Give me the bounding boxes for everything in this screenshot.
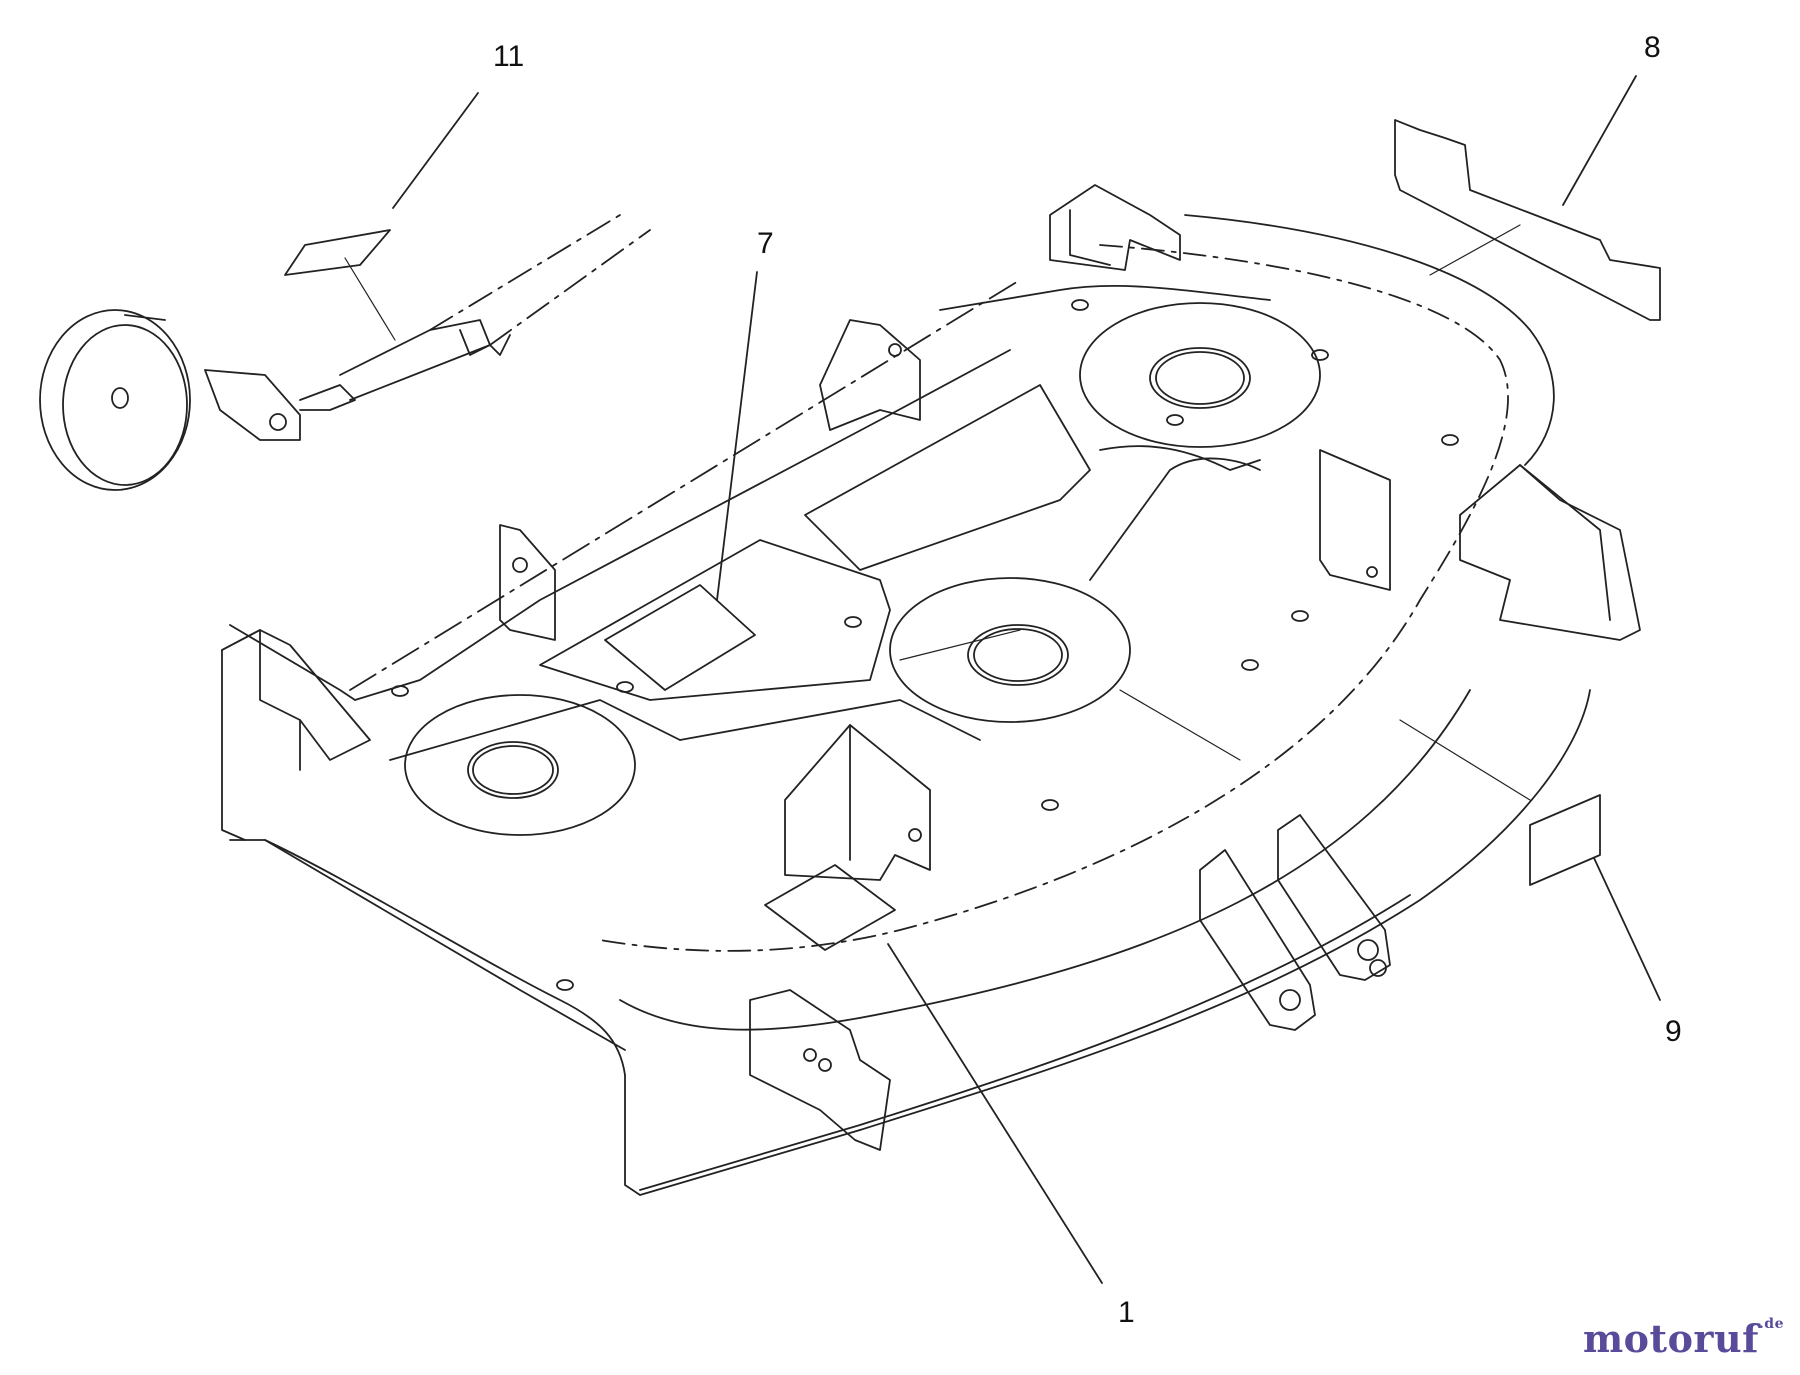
bracket-upright-3 xyxy=(1049,184,1181,271)
decal-center xyxy=(764,864,896,951)
watermark-tld: .de xyxy=(1758,1316,1784,1332)
chute-deflector xyxy=(1459,464,1641,641)
hinge-plate-1 xyxy=(1199,849,1316,1031)
bracket-front-left xyxy=(749,989,891,1151)
bracket-rear-left xyxy=(221,629,371,771)
decal-9 xyxy=(1529,794,1601,886)
deck-holes xyxy=(391,299,1459,991)
callout-7: 7 xyxy=(757,227,774,260)
bracket-upright-4 xyxy=(784,724,931,881)
bracket-upright-2 xyxy=(819,319,921,431)
bracket-upright-1 xyxy=(499,524,556,641)
gauge-wheel xyxy=(39,309,191,491)
decal-11 xyxy=(284,229,391,276)
spindle-center xyxy=(889,577,1131,723)
leader-lines xyxy=(392,75,1661,1284)
callout-11: 11 xyxy=(493,40,525,73)
decal-8 xyxy=(1394,119,1661,321)
watermark-logo: motoruf.de xyxy=(1583,1316,1784,1361)
callout-8: 8 xyxy=(1644,31,1661,64)
spindle-right xyxy=(1079,302,1321,448)
callout-9: 9 xyxy=(1665,1015,1682,1048)
spindle-left xyxy=(404,694,636,836)
bracket-right-side xyxy=(1319,449,1391,591)
deck-frame xyxy=(389,284,1271,761)
decal-7 xyxy=(604,584,756,691)
hinge-plate-2 xyxy=(1277,814,1391,981)
watermark-name: motoruf xyxy=(1582,1316,1759,1361)
callout-1: 1 xyxy=(1118,1296,1135,1329)
wheel-arm xyxy=(204,214,651,441)
deck-shell xyxy=(221,214,1591,1196)
